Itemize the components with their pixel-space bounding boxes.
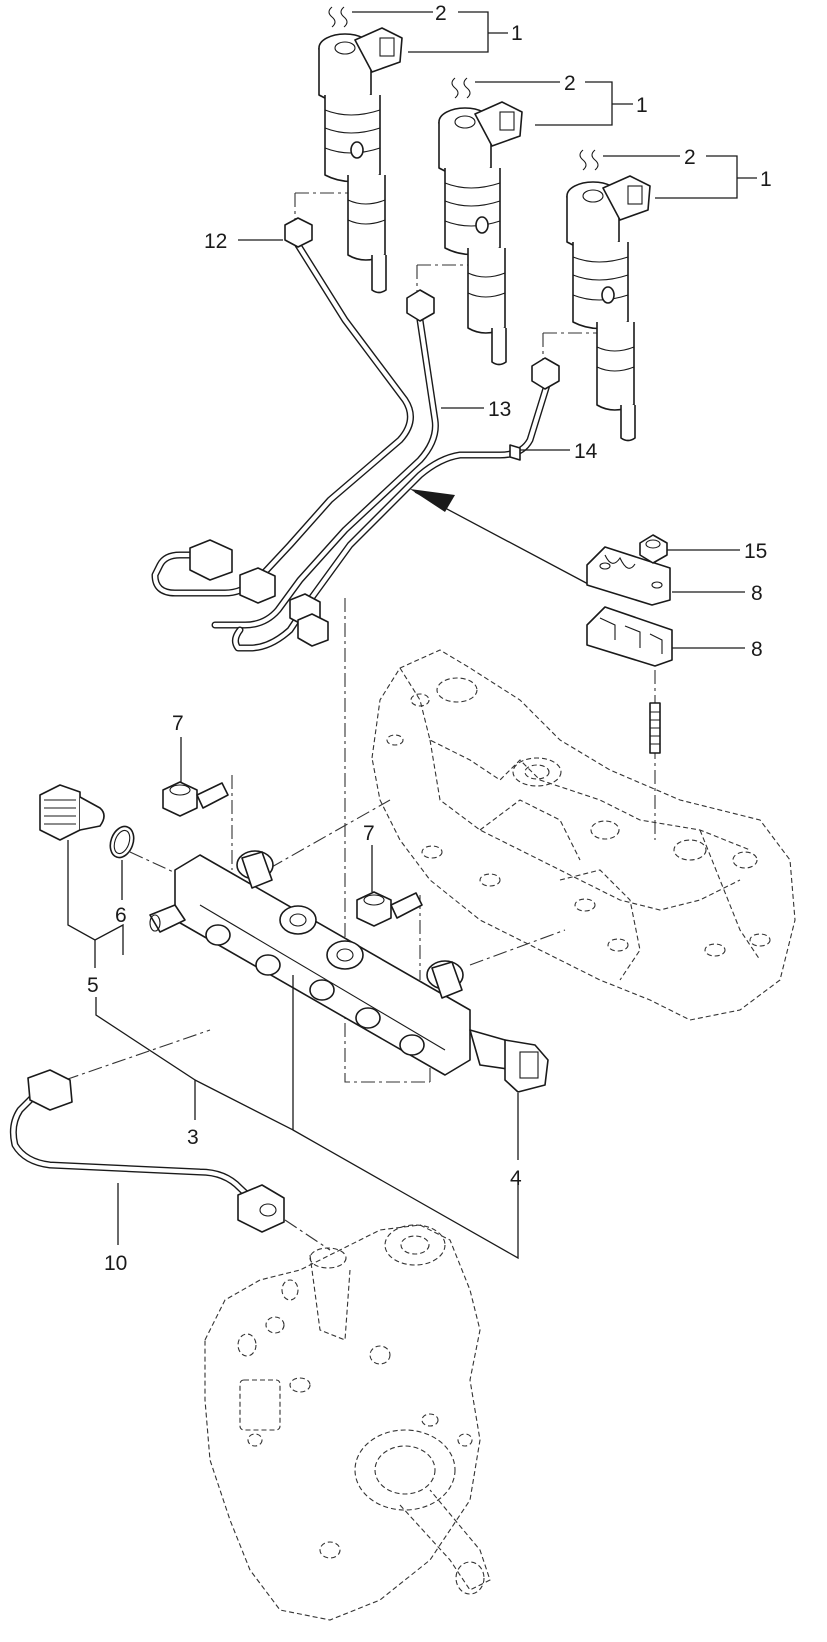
injector-2 xyxy=(438,101,523,366)
common-rail xyxy=(149,850,471,1076)
callout-15: 15 xyxy=(744,540,767,563)
callout-10: 10 xyxy=(104,1252,127,1275)
cylinder-head-outline xyxy=(371,649,796,1021)
callout-1: 1 xyxy=(511,22,523,45)
callout-4: 4 xyxy=(510,1167,522,1190)
o-ring xyxy=(109,825,135,859)
leader-lines xyxy=(67,11,757,1260)
callout-7: 7 xyxy=(363,822,375,845)
injector-lines xyxy=(151,217,560,652)
callout-labels: 2 1 2 1 2 1 12 13 14 15 8 8 7 7 6 5 3 4 … xyxy=(87,2,772,1275)
bolt-lower xyxy=(356,891,423,927)
injector-3 xyxy=(566,175,651,442)
clamp-lower xyxy=(586,606,673,667)
bolt-upper xyxy=(162,781,229,817)
assembly-arrow xyxy=(410,489,591,586)
injector-1 xyxy=(318,27,403,294)
callout-13: 13 xyxy=(488,398,511,421)
pressure-sensor xyxy=(469,1029,549,1093)
callout-3: 3 xyxy=(187,1126,199,1149)
stud xyxy=(649,702,661,754)
assembly-centerlines xyxy=(64,192,656,1251)
callout-7: 7 xyxy=(172,712,184,735)
callout-2: 2 xyxy=(684,146,696,169)
callout-8: 8 xyxy=(751,638,763,661)
callout-8: 8 xyxy=(751,582,763,605)
clip-icon xyxy=(328,6,599,171)
callout-5: 5 xyxy=(87,974,99,997)
callout-12: 12 xyxy=(204,230,227,253)
callout-2: 2 xyxy=(435,2,447,25)
supply-line xyxy=(9,1069,285,1233)
callout-1: 1 xyxy=(636,94,648,117)
callout-6: 6 xyxy=(115,904,127,927)
callout-14: 14 xyxy=(574,440,598,463)
callout-1: 1 xyxy=(760,168,772,191)
pressure-valve xyxy=(39,784,105,841)
nut-15 xyxy=(639,534,668,564)
callout-2: 2 xyxy=(564,72,576,95)
fuel-pump-outline xyxy=(204,1224,491,1621)
